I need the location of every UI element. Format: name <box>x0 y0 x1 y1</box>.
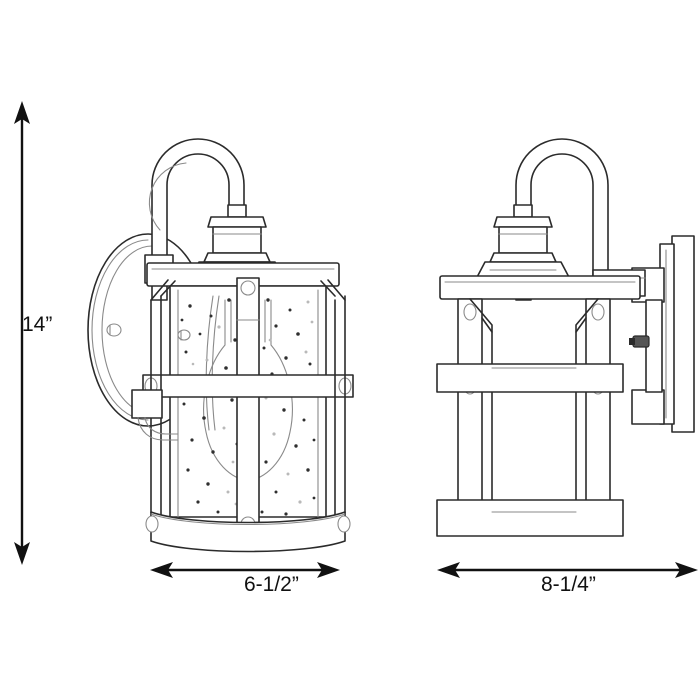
rectangular-wall-backplate <box>659 235 695 433</box>
shade-collar-flange-side <box>439 275 641 300</box>
side-view <box>436 138 695 537</box>
dimension-front-width <box>150 562 340 578</box>
dimension-side-width <box>437 562 698 578</box>
dimension-front-width-label: 6-1/2” <box>244 573 299 596</box>
horizontal-cage-band <box>142 374 354 398</box>
front-view <box>87 138 354 553</box>
bottom-rim-band <box>145 511 351 553</box>
stepped-top-cap-side <box>474 204 572 282</box>
dimension-height <box>14 101 30 565</box>
wiring-detail <box>131 389 179 441</box>
horizontal-cage-band-side <box>436 363 624 393</box>
vertical-cage-bar <box>236 277 260 534</box>
cage-side-bars <box>457 298 611 529</box>
dimension-height-label: 14” <box>22 313 53 336</box>
dimension-side-width-label: 8-1/4” <box>541 573 596 596</box>
bottom-rim-band-side <box>436 499 624 537</box>
set-screw <box>629 335 650 348</box>
